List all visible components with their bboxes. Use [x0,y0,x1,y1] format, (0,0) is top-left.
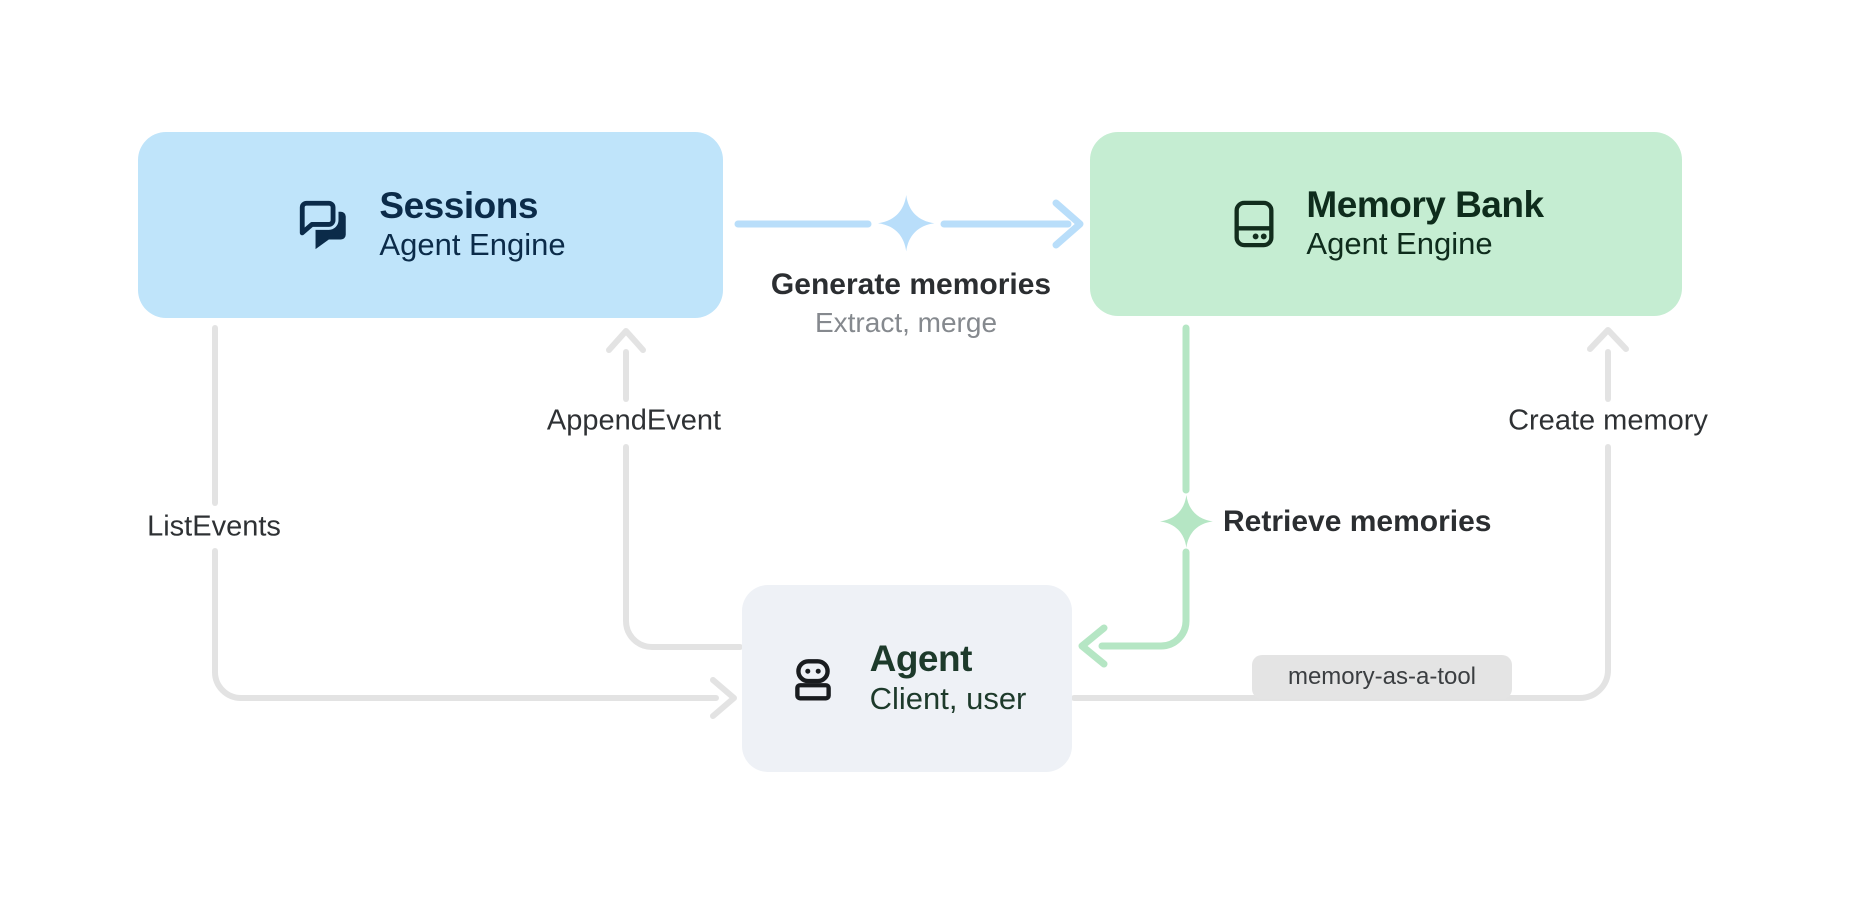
edge-append-event [606,328,743,650]
sparkle-icon [1160,495,1213,548]
node-agent: Agent Client, user [742,585,1072,772]
edge-list-events [212,325,737,719]
edge-label-retrieve-memories: Retrieve memories [1223,505,1492,538]
edge-label-generate-memories: Generate memories [770,268,1052,301]
chat-bubbles-icon [297,197,347,250]
edge-sublabel-extract-merge: Extract, merge [814,307,998,338]
edge-retrieve-memories [1078,324,1190,668]
robot-icon [794,658,831,700]
node-title-sessions: Sessions [379,184,538,226]
sparkle-icon [878,195,935,252]
memory-storage-icon [1234,200,1274,248]
edge-generate-memories [734,199,1084,249]
edge-label-list-events: ListEvents [147,510,281,543]
node-memory-bank: Memory Bank Agent Engine [1090,132,1682,316]
node-sessions: Sessions Agent Engine [138,132,723,318]
node-title-memory-bank: Memory Bank [1306,183,1544,225]
node-subtitle-agent: Client, user [869,680,1027,716]
node-subtitle-memory-bank: Agent Engine [1306,226,1493,262]
memory-as-a-tool-badge: memory-as-a-tool [1252,655,1512,699]
node-subtitle-sessions: Agent Engine [379,227,566,263]
edge-label-create-memory: Create memory [1508,404,1708,437]
node-title-agent: Agent [869,638,973,680]
edge-create-memory [1071,327,1629,701]
edge-label-append-event: AppendEvent [546,404,722,437]
